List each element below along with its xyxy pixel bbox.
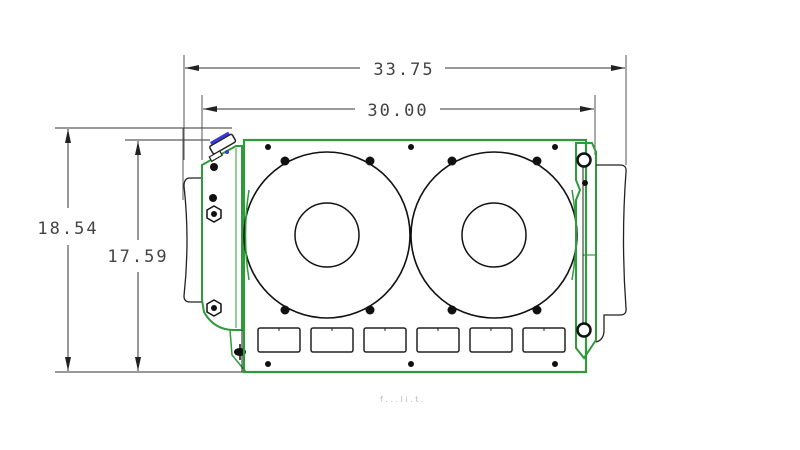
filler-cap-fitting: [208, 131, 237, 163]
fan-left: [243, 151, 411, 319]
hex-nut-icon: [206, 299, 222, 317]
left-tank-outline: [201, 145, 243, 331]
bolt-icon: [210, 163, 218, 171]
rivet-icon: [408, 361, 414, 367]
slot: [469, 327, 513, 353]
dimension-core-width: 30.00: [201, 95, 596, 160]
footer-note: f . . . l i . t .: [380, 395, 423, 404]
rivet-icon: [265, 144, 271, 150]
slot: [522, 327, 566, 353]
bolt-icon: [209, 194, 217, 202]
right-tank-outline: [575, 142, 597, 360]
dimension-overall-height: 18.54: [37, 127, 248, 373]
hex-nut-icon: [206, 205, 222, 223]
fitting-blue-marker: [225, 150, 229, 154]
dim-label-overall-width: 33.75: [373, 60, 434, 80]
mount-ring-icon: [576, 322, 592, 338]
rivet-icon: [265, 361, 271, 367]
right-mount-bracket: [595, 164, 627, 343]
dim-label-core-height: 17.59: [107, 247, 168, 267]
slot: [310, 327, 354, 353]
dimension-core-height: 17.59: [107, 139, 210, 371]
mount-ring-icon: [576, 152, 592, 168]
rivet-icon: [552, 144, 558, 150]
radiator-core-outline: [242, 138, 588, 374]
rivet-icon: [552, 361, 558, 367]
bottom-slots: [257, 327, 566, 353]
slot: [257, 327, 301, 353]
dimension-overall-width: 33.75: [183, 55, 627, 165]
left-mount-bracket: [183, 177, 203, 303]
dim-label-overall-height: 18.54: [37, 219, 98, 239]
rivet-icon: [408, 144, 414, 150]
slot: [416, 327, 460, 353]
dim-label-core-width: 30.00: [367, 101, 428, 121]
bolt-icon: [582, 180, 588, 186]
fan-right: [410, 151, 578, 319]
slot: [363, 327, 407, 353]
